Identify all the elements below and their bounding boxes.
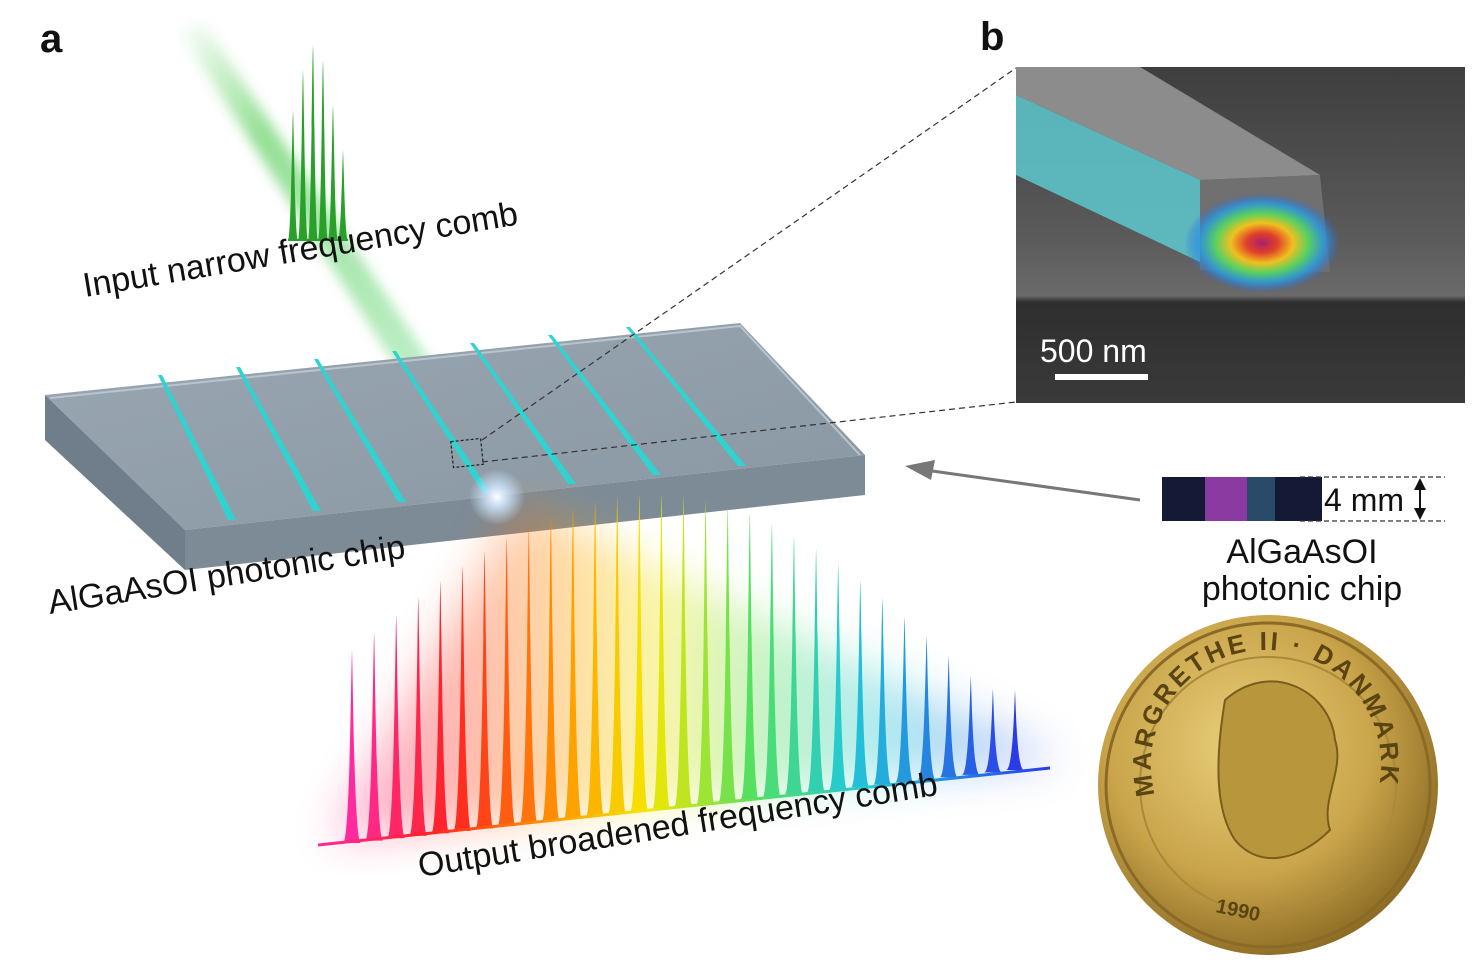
output-comb-line bbox=[718, 505, 737, 802]
input-comb-line bbox=[318, 60, 328, 240]
output-comb-baseline bbox=[317, 766, 1051, 847]
dimension-label: 4 mm bbox=[1324, 482, 1404, 518]
output-comb-line bbox=[652, 493, 671, 809]
waveguide bbox=[392, 351, 491, 493]
output-comb-line bbox=[387, 614, 406, 839]
output-comb-line bbox=[829, 563, 848, 790]
output-spot bbox=[469, 469, 525, 525]
output-comb-line bbox=[961, 676, 980, 775]
output-comb-line bbox=[785, 535, 803, 795]
output-comb-line bbox=[762, 523, 781, 797]
panel-label-b: b bbox=[980, 15, 1004, 59]
waveguide-side-surface bbox=[1016, 95, 1200, 262]
waveguide bbox=[236, 367, 321, 511]
waveguide-top-surface bbox=[1016, 67, 1320, 180]
output-comb-line bbox=[475, 550, 494, 829]
coin-inner-ring bbox=[1139, 656, 1397, 914]
input-comb-line bbox=[308, 45, 318, 240]
coin-portrait bbox=[1217, 680, 1339, 860]
waveguide bbox=[314, 359, 406, 502]
optical-mode bbox=[1184, 193, 1340, 293]
chip-top-face bbox=[45, 323, 865, 530]
output-comb-line bbox=[939, 655, 958, 778]
waveguides bbox=[158, 327, 746, 520]
chip-photo-label-line1: AlGaAsOI bbox=[1226, 533, 1377, 571]
output-comb-line bbox=[497, 537, 516, 826]
input-comb-line bbox=[288, 110, 298, 240]
chip-photo: 4 mm AlGaAsOI photonic chip bbox=[1162, 476, 1445, 608]
pointer-arrowhead bbox=[905, 460, 935, 480]
output-comb-line bbox=[674, 495, 693, 807]
output-comb-line bbox=[740, 513, 759, 800]
chip-photo-blue bbox=[1247, 477, 1275, 521]
input-comb-line bbox=[298, 70, 308, 240]
chip-edge-highlight bbox=[49, 324, 861, 456]
output-comb-line bbox=[807, 548, 826, 792]
pointer-arrow-line bbox=[924, 468, 1141, 502]
output-comb-line bbox=[608, 496, 627, 814]
output-comb-line bbox=[1006, 690, 1024, 770]
output-comb-line bbox=[983, 688, 1002, 773]
output-comb-line bbox=[586, 500, 605, 817]
dim-arrowhead-down bbox=[1414, 508, 1426, 520]
output-comb-line bbox=[873, 597, 892, 785]
input-comb bbox=[288, 45, 348, 240]
output-comb-line bbox=[895, 616, 914, 783]
panel-label-a: a bbox=[40, 17, 63, 61]
output-comb-line bbox=[453, 565, 472, 831]
chip-photo-label-line2: photonic chip bbox=[1202, 570, 1402, 608]
output-comb-line bbox=[519, 525, 538, 824]
input-comb-line bbox=[338, 150, 348, 240]
output-comb-line bbox=[564, 507, 582, 819]
output-comb-line bbox=[409, 597, 428, 836]
chip-photo-purple bbox=[1205, 477, 1247, 521]
output-comb-line bbox=[917, 635, 936, 780]
output-comb-line bbox=[541, 515, 560, 822]
output-comb-line bbox=[431, 580, 450, 834]
output-comb-line bbox=[365, 632, 384, 841]
zoom-line-top bbox=[481, 67, 1017, 441]
sem-inset: 500 nm bbox=[1016, 67, 1465, 403]
waveguide bbox=[158, 375, 236, 520]
waveguide bbox=[626, 327, 746, 466]
output-comb-line bbox=[851, 580, 870, 788]
scale-bar-label: 500 nm bbox=[1040, 333, 1147, 369]
output-glow bbox=[330, 500, 1060, 840]
input-comb-line bbox=[328, 105, 338, 240]
output-comb-line bbox=[696, 499, 715, 805]
zoom-box bbox=[450, 437, 484, 469]
coin-rim bbox=[1104, 621, 1432, 949]
output-comb-line bbox=[630, 494, 649, 812]
chip-left-face bbox=[45, 395, 185, 570]
output-comb bbox=[343, 493, 1024, 843]
waveguide bbox=[470, 343, 576, 484]
photonic-chip bbox=[45, 323, 865, 570]
waveguide bbox=[548, 335, 661, 475]
dim-arrowhead-up bbox=[1414, 478, 1426, 490]
output-comb-line bbox=[343, 650, 361, 843]
